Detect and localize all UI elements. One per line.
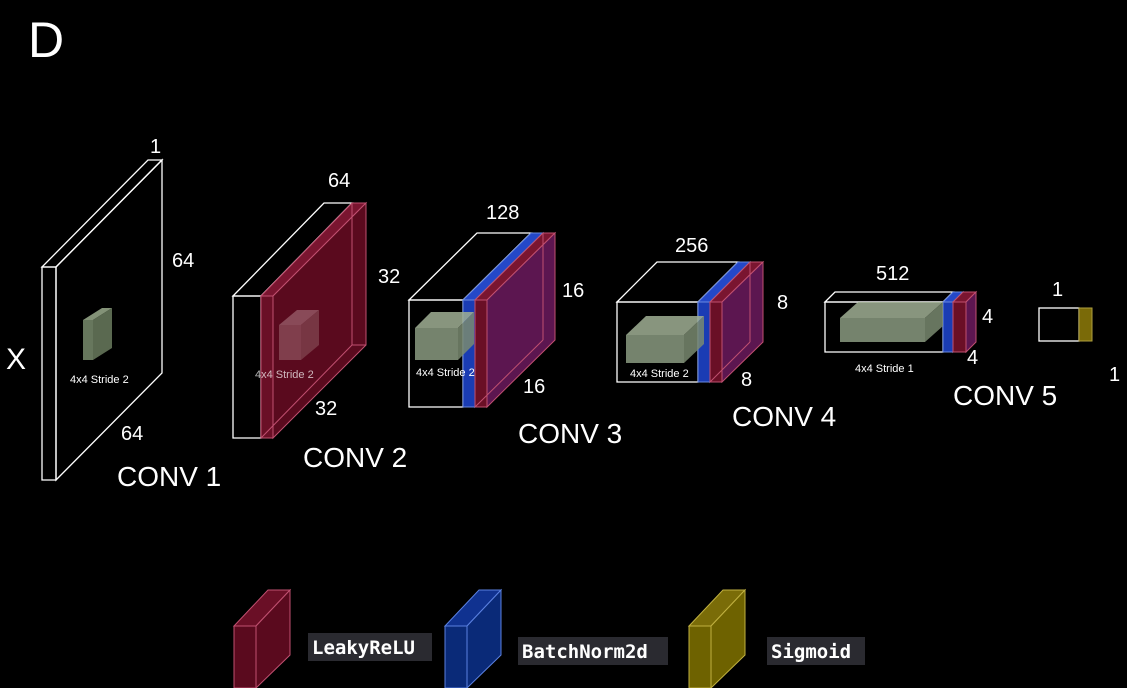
- conv1-channels: 1: [150, 136, 161, 158]
- conv4-block: 4x4 Stride 2 256 8 8 CONV 4: [615, 235, 836, 432]
- conv2-width: 32: [315, 398, 337, 420]
- legend-sigmoid-swatch: [687, 588, 747, 688]
- conv1-height: 64: [172, 250, 194, 272]
- conv4-channels: 256: [675, 235, 708, 257]
- conv5-channels: 512: [876, 263, 909, 285]
- legend: LeakyReLU BatchNorm2d Sigmoid: [232, 588, 865, 688]
- conv5-kernel: [840, 302, 943, 342]
- conv5-leakyrelu-slab: [951, 290, 978, 354]
- legend-batchnorm-label-bg: [518, 637, 668, 665]
- conv5-width: 4: [967, 347, 978, 369]
- conv4-width: 8: [741, 369, 752, 391]
- legend-sigmoid-label-bg: [767, 637, 865, 665]
- legend-leakyrelu-label: LeakyReLU: [312, 637, 415, 659]
- conv3-block: 4x4 Stride 2 128 16 16 CONV 3: [407, 202, 622, 449]
- conv4-kernel: [626, 316, 704, 363]
- conv2-channels: 64: [328, 170, 350, 192]
- conv4-kernel-label: 4x4 Stride 2: [630, 368, 689, 380]
- conv3-height: 16: [562, 280, 584, 302]
- panel-letter: D: [28, 12, 64, 68]
- conv3-kernel: [415, 312, 474, 360]
- conv1-side-face: [55, 158, 163, 482]
- conv3-title: CONV 3: [518, 418, 622, 449]
- conv1-width: 64: [121, 423, 143, 445]
- output-volume: [1038, 307, 1080, 342]
- conv1-kernel-label: 4x4 Stride 2: [70, 374, 129, 386]
- legend-leakyrelu-swatch: [232, 588, 292, 688]
- conv3-channels: 128: [486, 202, 519, 224]
- conv5-height: 4: [982, 306, 993, 328]
- conv3-width: 16: [523, 376, 545, 398]
- conv2-title: CONV 2: [303, 442, 407, 473]
- conv2-kernel: [279, 310, 319, 360]
- output-channels: 1: [1052, 279, 1063, 301]
- conv1-top-face: [40, 159, 164, 268]
- conv4-title: CONV 4: [732, 401, 836, 432]
- conv4-height: 8: [777, 292, 788, 314]
- conv1-front-face: [41, 266, 57, 481]
- conv3-leakyrelu-slab: [473, 231, 557, 409]
- conv2-kernel-label: 4x4 Stride 2: [255, 369, 314, 381]
- legend-leakyrelu-label-bg: [308, 633, 432, 661]
- output-block: 1 1: [1038, 279, 1120, 386]
- conv5-top-face: [823, 291, 955, 303]
- conv5-title: CONV 5: [953, 380, 1057, 411]
- conv2-height: 32: [378, 266, 400, 288]
- output-size: 1: [1109, 364, 1120, 386]
- conv2-block: 4x4 Stride 2 64 32 32 CONV 2: [231, 170, 407, 473]
- output-sigmoid-slab: [1078, 307, 1093, 342]
- conv1-title: CONV 1: [117, 461, 221, 492]
- conv3-kernel-label: 4x4 Stride 2: [416, 367, 475, 379]
- conv2-leakyrelu-slab: [259, 201, 368, 440]
- conv5-kernel-label: 4x4 Stride 1: [855, 363, 914, 375]
- conv5-block: 4x4 Stride 1 512 4 4 CONV 5: [823, 263, 1057, 411]
- conv1-kernel: [83, 308, 112, 360]
- conv1-block: 4x4 Stride 2 1 64 64 CONV 1: [40, 136, 221, 492]
- conv2-front-face: [232, 295, 262, 439]
- legend-batchnorm-swatch: [443, 588, 503, 688]
- conv4-leakyrelu-slab: [708, 260, 765, 384]
- legend-batchnorm-label: BatchNorm2d: [522, 641, 648, 663]
- legend-sigmoid-label: Sigmoid: [771, 641, 851, 663]
- input-label: X: [6, 343, 26, 376]
